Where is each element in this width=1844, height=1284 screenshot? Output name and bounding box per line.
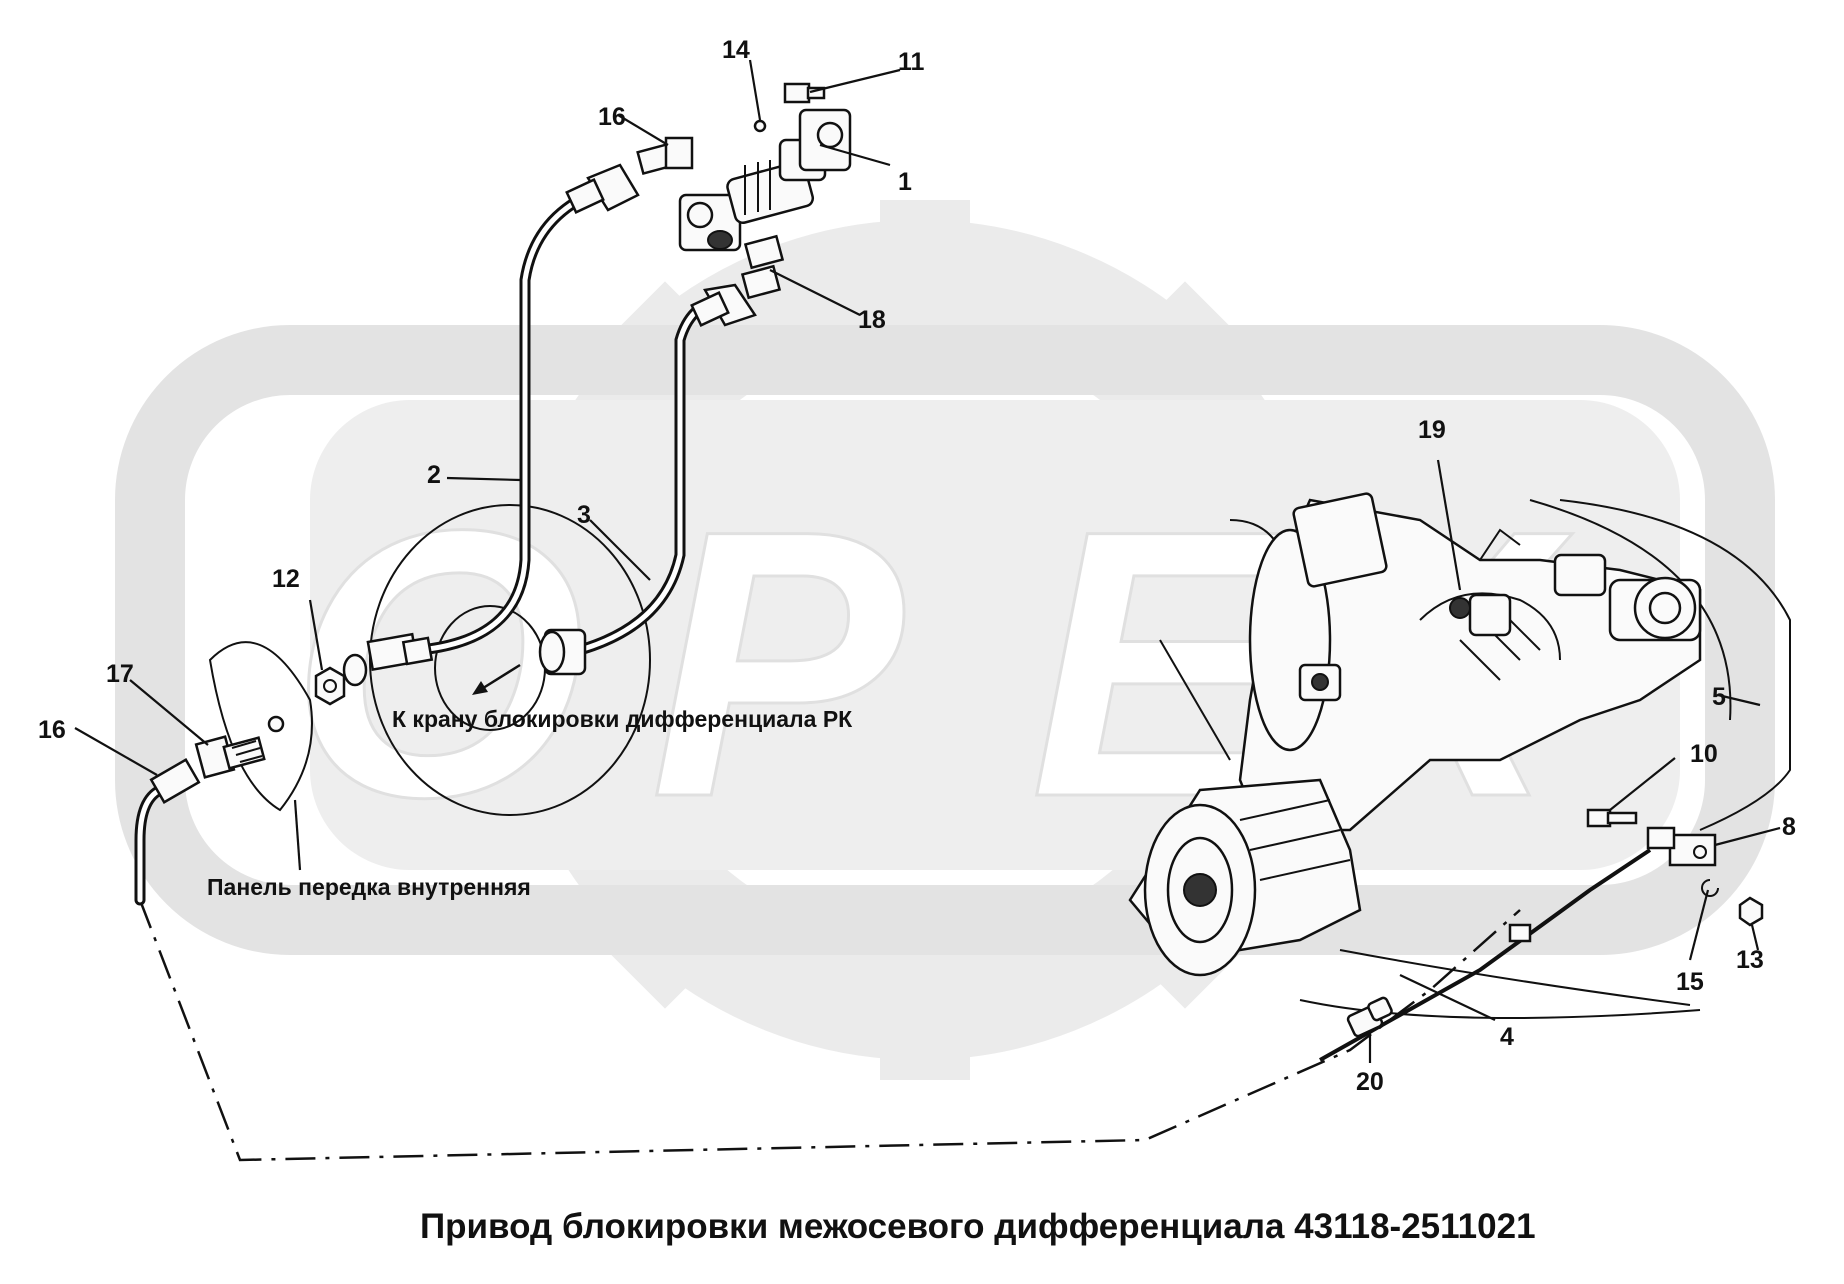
cable-end-20 [1346, 996, 1393, 1038]
callouts: 1 2 3 4 5 8 10 11 12 13 14 15 16 16 17 1… [38, 36, 1796, 1096]
arrow-to-valve [472, 663, 521, 695]
diagram-title: Привод блокировки межосевого дифференциа… [420, 1207, 1536, 1246]
svg-text:P: P [650, 451, 905, 876]
fitting-17 [194, 735, 266, 779]
callout-10: 10 [1690, 740, 1718, 768]
cable-clip [1508, 923, 1532, 943]
hole-panel [267, 715, 285, 733]
valve-assembly-1 [678, 108, 852, 252]
callout-15: 15 [1676, 968, 1704, 996]
fitting-tube3-top [690, 283, 757, 327]
washer-14 [753, 119, 767, 133]
callout-2: 2 [427, 461, 441, 489]
callout-16-top: 16 [598, 103, 626, 131]
callout-12: 12 [272, 565, 300, 593]
callout-13: 13 [1736, 946, 1764, 974]
callout-16-panel: 16 [38, 716, 66, 744]
tube-2 [414, 184, 606, 656]
callout-19: 19 [1418, 416, 1446, 444]
tube-panel [134, 784, 166, 906]
clip-15 [1701, 879, 1719, 897]
fitting-18 [740, 234, 785, 300]
callout-4: 4 [1500, 1023, 1514, 1051]
callout-18: 18 [858, 306, 886, 334]
transfer-case [1128, 492, 1702, 977]
callout-5: 5 [1712, 683, 1726, 711]
callout-1: 1 [898, 168, 912, 196]
fitting-16-top [636, 136, 694, 176]
cable-4 [1319, 499, 1791, 1062]
leader-lines [74, 59, 1781, 1063]
fitting-16-panel [149, 758, 201, 804]
callout-8: 8 [1782, 813, 1796, 841]
callout-17: 17 [106, 660, 134, 688]
annotation-to-valve: К крану блокировки дифференциала РК [392, 706, 853, 732]
svg-text:O: O [290, 451, 586, 876]
bolt-10 [1586, 808, 1638, 828]
callout-14: 14 [722, 36, 750, 64]
nut-13 [1738, 896, 1764, 927]
annotation-panel: Панель передка внутренняя [207, 874, 531, 900]
fitting-tube2-bottom [342, 632, 434, 687]
bracket-8 [1646, 826, 1717, 867]
bolt-11 [783, 82, 826, 104]
fitting-tube2-top [565, 163, 640, 214]
fitting-tube3-bottom [538, 628, 587, 676]
callout-20: 20 [1356, 1068, 1384, 1096]
callout-11: 11 [898, 48, 925, 76]
nut-12 [314, 666, 346, 706]
callout-3: 3 [577, 501, 591, 529]
routing-dashdot-line [138, 899, 1521, 1162]
